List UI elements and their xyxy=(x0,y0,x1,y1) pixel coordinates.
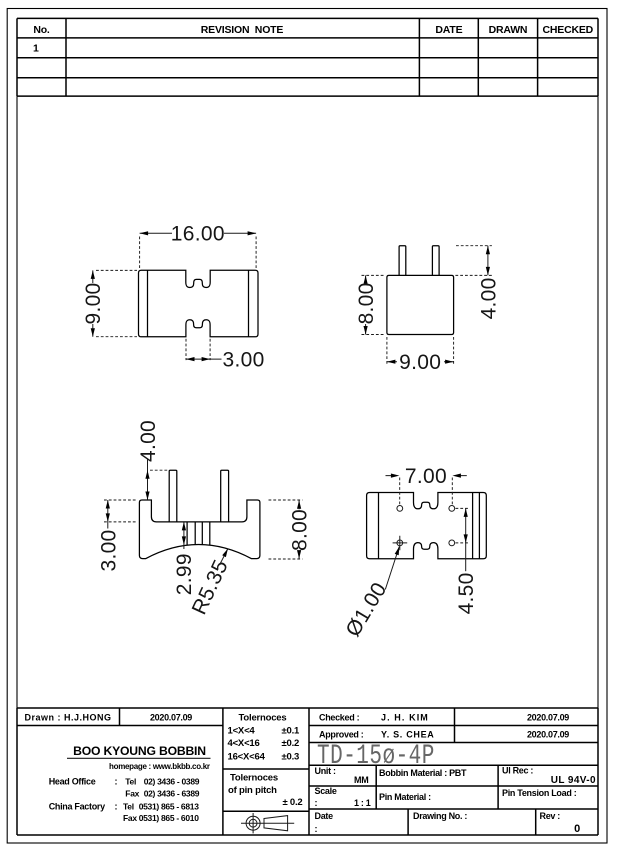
svg-text:DATE: DATE xyxy=(435,24,462,36)
svg-text:3.00: 3.00 xyxy=(223,348,265,371)
svg-text:DRAWN: DRAWN xyxy=(489,24,528,36)
svg-text:1 : 1: 1 : 1 xyxy=(354,798,371,808)
svg-text:9.00: 9.00 xyxy=(399,351,441,374)
svg-text:REVISION NOTE: REVISION NOTE xyxy=(201,24,284,36)
svg-text:Y. S. CHEA: Y. S. CHEA xyxy=(381,730,435,740)
svg-text:0531) 865 - 6010: 0531) 865 - 6010 xyxy=(139,813,200,823)
svg-text:7.00: 7.00 xyxy=(405,465,447,488)
svg-text:2020.07.09: 2020.07.09 xyxy=(527,730,569,740)
svg-text:4.50: 4.50 xyxy=(455,572,478,614)
svg-text:2020.07.09: 2020.07.09 xyxy=(150,713,192,723)
svg-text:±0.3: ±0.3 xyxy=(282,752,300,763)
svg-text:TD-15ø-4P: TD-15ø-4P xyxy=(317,742,435,772)
svg-text:1<X<4: 1<X<4 xyxy=(228,726,256,737)
svg-text:Drawn : H.J.HONG: Drawn : H.J.HONG xyxy=(24,713,111,723)
svg-text:Rev :: Rev : xyxy=(540,811,561,821)
svg-text:Tel: Tel xyxy=(123,802,134,812)
svg-text:Ø1.00: Ø1.00 xyxy=(341,579,391,641)
svg-text:Tel: Tel xyxy=(125,777,136,787)
svg-text:16<X<64: 16<X<64 xyxy=(228,752,266,763)
svg-text:02) 3436 - 6389: 02) 3436 - 6389 xyxy=(144,789,200,799)
svg-text:Scale: Scale xyxy=(315,786,337,796)
svg-text:Approved :: Approved : xyxy=(319,730,364,740)
svg-text:Pin Material :: Pin Material : xyxy=(379,792,431,802)
svg-text:Date: Date xyxy=(315,811,334,821)
svg-text::: : xyxy=(115,802,118,812)
svg-text:China Factory: China Factory xyxy=(49,802,105,812)
svg-text:8.00: 8.00 xyxy=(288,509,311,551)
svg-text::: : xyxy=(315,798,318,808)
svg-text::: : xyxy=(115,777,118,787)
svg-text:9.00: 9.00 xyxy=(82,282,105,324)
svg-text:±0.1: ±0.1 xyxy=(282,726,301,737)
svg-text:Bobbin Material : PBT: Bobbin Material : PBT xyxy=(379,768,467,778)
svg-text:Tolernoces: Tolernoces xyxy=(239,712,287,723)
svg-text:BOO KYOUNG BOBBIN: BOO KYOUNG BOBBIN xyxy=(73,744,206,758)
svg-text:4.00: 4.00 xyxy=(137,420,160,462)
svg-text:16.00: 16.00 xyxy=(171,223,225,246)
svg-text:MM: MM xyxy=(354,775,368,785)
svg-text:Drawing No. :: Drawing No. : xyxy=(413,811,467,821)
svg-text:2.99: 2.99 xyxy=(173,553,196,595)
svg-text:Ul Rec :: Ul Rec : xyxy=(502,766,533,776)
svg-text:Tolernoces: Tolernoces xyxy=(230,773,278,784)
svg-text:4.00: 4.00 xyxy=(477,277,500,319)
svg-text:Pin Tension Load :: Pin Tension Load : xyxy=(502,788,577,798)
svg-text:0: 0 xyxy=(574,823,580,835)
svg-text:Unit :: Unit : xyxy=(315,766,336,776)
svg-text:CHECKED: CHECKED xyxy=(543,24,594,36)
svg-text:8.00: 8.00 xyxy=(355,282,378,324)
svg-text:4<X<16: 4<X<16 xyxy=(228,738,260,749)
svg-text:Fax: Fax xyxy=(125,789,139,799)
svg-text::: : xyxy=(315,824,318,834)
svg-text:No.: No. xyxy=(33,24,50,36)
svg-text:Head Office: Head Office xyxy=(49,777,96,787)
svg-text:of pin pitch: of pin pitch xyxy=(228,785,277,796)
svg-text:3.00: 3.00 xyxy=(97,529,120,571)
svg-text:1: 1 xyxy=(33,43,39,55)
svg-text:2020.07.09: 2020.07.09 xyxy=(527,713,569,723)
svg-text:Fax: Fax xyxy=(123,813,137,823)
svg-text:Checked :: Checked : xyxy=(319,713,360,723)
svg-text:homepage : www.bkbb.co.kr: homepage : www.bkbb.co.kr xyxy=(109,762,210,771)
svg-text:J. H. KIM: J. H. KIM xyxy=(381,713,429,723)
svg-text:02) 3436 - 0389: 02) 3436 - 0389 xyxy=(144,777,200,787)
svg-text:UL 94V-0: UL 94V-0 xyxy=(551,775,596,786)
svg-text:0531) 865 - 6813: 0531) 865 - 6813 xyxy=(139,802,200,812)
svg-text:±0.2: ±0.2 xyxy=(282,738,300,749)
svg-text:± 0.2: ± 0.2 xyxy=(282,797,302,808)
